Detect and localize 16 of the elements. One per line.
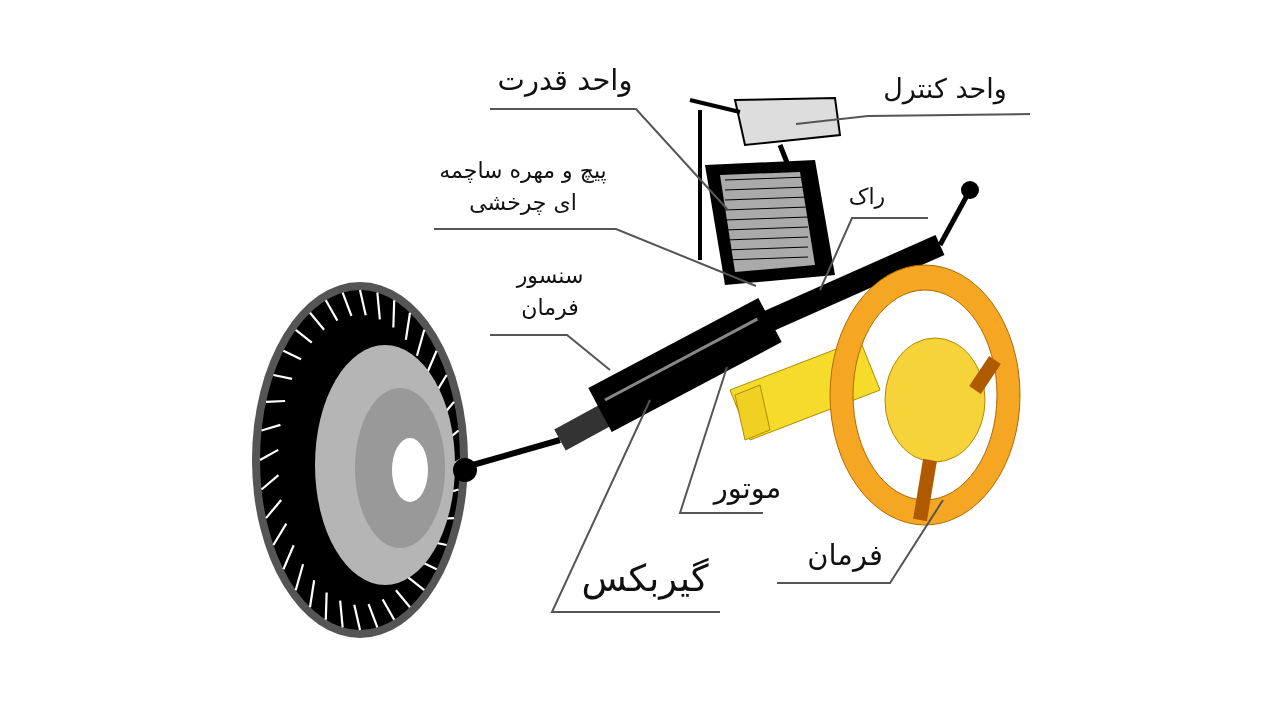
leader-line [795,113,1031,125]
leader-line [489,334,611,371]
part-label: فرمان [790,530,900,580]
part-label: گیربکس [565,550,725,608]
leader-line [678,366,764,514]
part-label: راک [840,178,894,216]
part-label: موتور [700,465,795,511]
part-label: واحد کنترل [860,66,1030,112]
leader-line [819,217,929,291]
part-label: پیچ و مهره ساچمه ای چرخشی [418,148,628,226]
part-label: واحد قدرت [485,55,645,105]
leader-line [776,499,944,584]
leader-line [489,108,729,211]
part-label: سنسور فرمان [500,252,600,332]
leader-line [550,399,721,613]
leader-line [433,228,757,287]
